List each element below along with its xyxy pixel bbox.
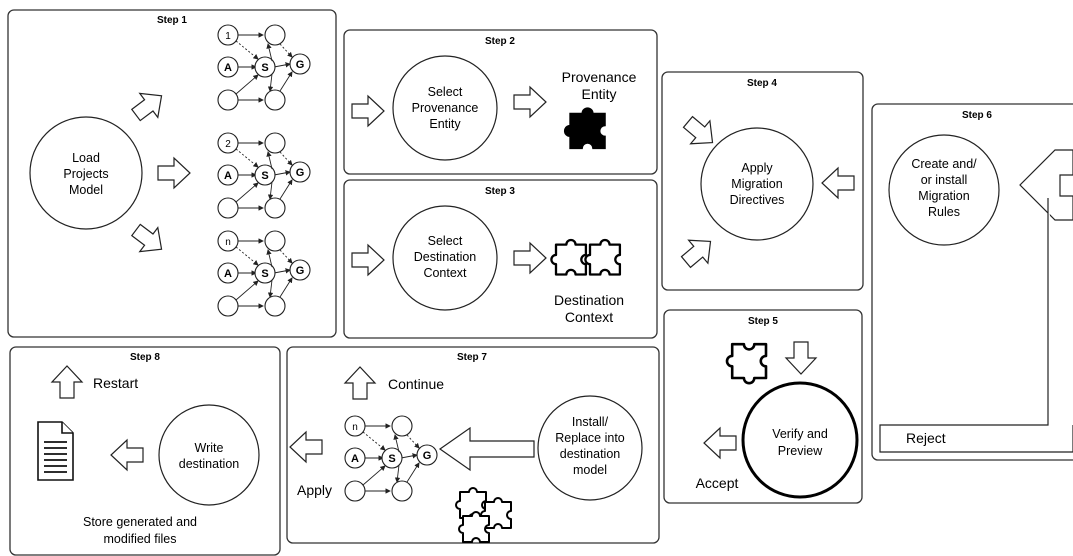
step7-circle-label-4: model xyxy=(573,463,607,477)
step8-circle-label-1: Write xyxy=(195,441,224,455)
step2-box xyxy=(343,29,658,175)
step5-circle-label-2: Preview xyxy=(778,444,823,458)
step6-circle-label-2: or install xyxy=(921,173,968,187)
puzzle-pieces-outline-icon xyxy=(550,238,622,276)
puzzle-piece-filled-icon xyxy=(563,107,606,150)
apply-label: Apply xyxy=(297,482,332,498)
step3-title: Step 3 xyxy=(485,186,515,197)
step6-circle-label-4: Rules xyxy=(928,205,960,219)
step7-title: Step 7 xyxy=(457,352,487,363)
create-install-migration-rules-circle xyxy=(888,134,1000,246)
graph1-node-a: A xyxy=(224,62,232,74)
step4-title: Step 4 xyxy=(747,78,777,89)
select-destination-context-circle xyxy=(392,205,498,311)
step2-title: Step 2 xyxy=(485,36,515,47)
provenance-entity-label-1: Provenance xyxy=(562,69,637,85)
graph7-node-a: A xyxy=(351,453,359,465)
step5-circle-label-1: Verify and xyxy=(772,427,828,441)
graph2-node-s: S xyxy=(261,170,268,182)
asg-graph-n: n A S G xyxy=(218,231,310,316)
step1-title: Step 1 xyxy=(157,15,187,26)
reject-path-line xyxy=(879,198,1073,453)
reject-loop-arrow xyxy=(1019,149,1073,221)
step5-title: Step 5 xyxy=(748,316,778,327)
graph1-node-s: S xyxy=(261,62,268,74)
step4-circle-label-1: Apply xyxy=(741,161,773,175)
step6-circle-label-1: Create and/ xyxy=(911,157,977,171)
write-destination-circle xyxy=(158,404,260,506)
provenance-entity-label-2: Entity xyxy=(581,86,616,102)
graph2-node-2: 2 xyxy=(225,139,231,150)
step8-circle-label-2: destination xyxy=(179,457,240,471)
step3-circle-label-3: Context xyxy=(423,266,467,280)
step2-circle-label-3: Entity xyxy=(429,117,461,131)
step7-circle-label-1: Install/ xyxy=(572,415,609,429)
reject-label: Reject xyxy=(906,430,946,446)
select-provenance-entity-circle xyxy=(392,55,498,161)
step2-circle-label-1: Select xyxy=(428,85,463,99)
store-files-label-1: Store generated and xyxy=(83,515,197,529)
step2-circle-label-2: Provenance xyxy=(412,101,479,115)
puzzle-piece-outline-icon xyxy=(725,342,768,385)
arrow-left-long-icon xyxy=(438,426,535,472)
document-icon xyxy=(37,421,74,481)
step6-circle-label-3: Migration xyxy=(918,189,969,203)
graph2-node-g: G xyxy=(296,167,305,179)
graphn-node-a: A xyxy=(224,268,232,280)
step3-circle-label-2: Destination xyxy=(414,250,477,264)
step1-circle-label-2: Projects xyxy=(63,167,108,181)
graph1-node-g: G xyxy=(296,59,305,71)
step4-circle-label-3: Directives xyxy=(730,193,785,207)
step3-circle-label-1: Select xyxy=(428,234,463,248)
step7-circle-label-3: destination xyxy=(560,447,621,461)
destination-context-label-2: Context xyxy=(565,309,613,325)
destination-context-label-1: Destination xyxy=(554,292,624,308)
store-files-label-2: modified files xyxy=(104,532,177,546)
graphn-node-s: S xyxy=(261,268,268,280)
verify-and-preview-circle xyxy=(741,381,859,499)
install-replace-circle xyxy=(537,395,643,501)
graph7-node-n: n xyxy=(352,422,358,433)
graph7-node-g: G xyxy=(423,450,432,462)
step1-circle-label-1: Load xyxy=(72,151,100,165)
asg-graph-1: 1 A S G xyxy=(218,25,310,110)
asg-graph-n-step7: n A S G xyxy=(345,416,437,501)
step1-circle-label-3: Model xyxy=(69,183,103,197)
graph7-node-s: S xyxy=(388,453,395,465)
accept-label: Accept xyxy=(696,475,739,491)
graph2-node-a: A xyxy=(224,170,232,182)
step7-circle-label-2: Replace into xyxy=(555,431,625,445)
graph1-node-1: 1 xyxy=(225,31,231,42)
asg-graph-2: 2 A S G xyxy=(218,133,310,218)
load-projects-model-circle xyxy=(29,116,143,230)
graphn-node-n: n xyxy=(225,237,231,248)
step8-title: Step 8 xyxy=(130,352,160,363)
step6-title: Step 6 xyxy=(962,110,992,121)
step4-circle-label-2: Migration xyxy=(731,177,782,191)
apply-migration-directives-circle xyxy=(700,127,814,241)
graphn-node-g: G xyxy=(296,265,305,277)
restart-label: Restart xyxy=(93,375,138,391)
continue-label: Continue xyxy=(388,376,444,392)
